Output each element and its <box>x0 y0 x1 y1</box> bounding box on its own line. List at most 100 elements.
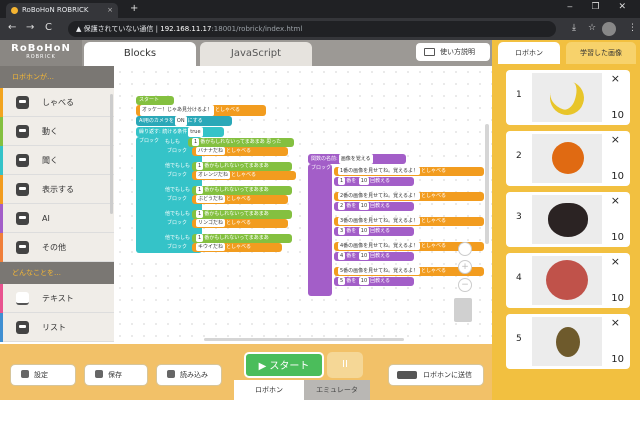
howto-button[interactable]: 使い方説明 <box>416 43 490 61</box>
zoom-reset-icon[interactable] <box>458 242 472 256</box>
sidebar-item-move[interactable]: 動く <box>0 117 114 146</box>
learn-number[interactable]: 2 <box>338 202 346 210</box>
say-fruit-2[interactable]: オレンジだねとしゃべる <box>192 171 296 180</box>
say-text[interactable]: 3番の画像を見せてね。覚えるよ！ <box>338 217 421 225</box>
pause-button[interactable]: II <box>327 352 363 378</box>
tab-robohon[interactable]: ロボホン <box>498 42 560 64</box>
say-text[interactable]: 5番の画像を見せてね。覚えるよ！ <box>338 267 421 275</box>
tab-blocks[interactable]: Blocks <box>84 42 196 66</box>
zoom-in-button[interactable]: + <box>458 260 472 274</box>
sidebar-item-display[interactable]: 表示する <box>0 175 114 204</box>
profile-avatar[interactable] <box>602 22 616 36</box>
browser-menu-icon[interactable]: ⋮ <box>628 23 637 33</box>
start-block[interactable]: スタート <box>136 96 174 105</box>
address-bar[interactable]: ▲ 保護されていない通信 | 192.168.11.17:18001/robri… <box>68 21 556 37</box>
new-tab-button[interactable]: + <box>130 3 139 14</box>
prob-number[interactable]: 1 <box>196 186 204 194</box>
start-button[interactable]: ▶ スタート <box>244 352 324 378</box>
sidebar-item-speak[interactable]: しゃべる <box>0 88 114 117</box>
say-block[interactable]: オッケー！じゃあ見分けるよ！としゃべる <box>136 105 266 116</box>
learn-number[interactable]: 3 <box>338 227 346 235</box>
remove-image-icon[interactable]: × <box>610 72 620 85</box>
back-button[interactable]: ← <box>8 22 17 33</box>
mode-robohon-tab[interactable]: ロボホン <box>234 380 304 400</box>
say-text[interactable]: ぶどうだね <box>196 195 226 203</box>
remove-image-icon[interactable]: × <box>610 255 620 268</box>
say-text[interactable]: 2番の画像を見せてね。覚えるよ！ <box>338 192 421 200</box>
prob-number[interactable]: 1 <box>196 162 204 170</box>
say-text[interactable]: オッケー！じゃあ見分けるよ！ <box>140 105 215 116</box>
reload-button[interactable]: C <box>45 22 52 33</box>
browser-tab[interactable]: RoBoHoN ROBRICK × <box>6 3 118 18</box>
settings-button[interactable]: 設定 <box>10 364 76 386</box>
load-button[interactable]: 読み込み <box>156 364 222 386</box>
learn-number[interactable]: 5 <box>338 277 346 285</box>
say-text[interactable]: 1番の画像を見せてね。覚えるよ！ <box>338 167 421 175</box>
learn-count[interactable]: 10 <box>358 202 370 210</box>
remove-image-icon[interactable]: × <box>610 133 620 146</box>
loop-value[interactable]: true <box>188 127 203 137</box>
say-fruit-5[interactable]: キウイだねとしゃべる <box>192 243 282 252</box>
bookmark-star-icon[interactable]: ☆ <box>588 23 597 33</box>
teach-say-4[interactable]: 4番の画像を見せてね。覚えるよ！としゃべる <box>334 242 484 251</box>
learn-count[interactable]: 10 <box>358 277 370 285</box>
learn-count[interactable]: 10 <box>358 252 370 260</box>
remove-image-icon[interactable]: × <box>610 316 620 329</box>
mode-emulator-tab[interactable]: エミュレータ <box>304 380 370 400</box>
say-text[interactable]: キウイだね <box>196 243 226 251</box>
sidebar-item-ai[interactable]: AI <box>0 204 114 233</box>
function-name[interactable]: 画像を覚える <box>338 154 373 164</box>
tab-learned-images[interactable]: 学習した画像 <box>566 42 636 64</box>
say-text[interactable]: オレンジだね <box>196 171 231 179</box>
say-text[interactable]: 4番の画像を見せてね。覚えるよ！ <box>338 242 421 250</box>
window-controls[interactable]: ‒ ❐ ✕ <box>566 2 634 12</box>
tab-javascript[interactable]: JavaScript <box>200 42 312 66</box>
say-fruit-4[interactable]: リンゴだねとしゃべる <box>192 219 288 228</box>
forward-button[interactable]: → <box>26 22 35 33</box>
say-text[interactable]: バナナだね <box>196 147 226 155</box>
camera-on[interactable]: ON <box>174 116 187 126</box>
close-tab-icon[interactable]: × <box>107 6 113 14</box>
learn-count[interactable]: 10 <box>358 177 370 185</box>
teach-say-2[interactable]: 2番の画像を見せてね。覚えるよ！としゃべる <box>334 192 484 201</box>
sidebar-item-listen[interactable]: 聞く <box>0 146 114 175</box>
sidebar-item-other[interactable]: その他 <box>0 233 114 262</box>
learn-number[interactable]: 4 <box>338 252 346 260</box>
function-define-block[interactable]: 関数の名前:画像を覚える <box>308 154 406 164</box>
zoom-out-button[interactable]: − <box>458 278 472 292</box>
teach-say-5[interactable]: 5番の画像を見せてね。覚えるよ！としゃべる <box>334 267 484 276</box>
trash-icon[interactable] <box>454 298 472 322</box>
say-fruit-3[interactable]: ぶどうだねとしゃべる <box>192 195 288 204</box>
prob-number[interactable]: 1 <box>196 234 204 242</box>
say-text[interactable]: リンゴだね <box>196 219 226 227</box>
teach-say-3[interactable]: 3番の画像を見せてね。覚えるよ！としゃべる <box>334 217 484 226</box>
teach-say-1[interactable]: 1番の画像を見せてね。覚えるよ！としゃべる <box>334 167 484 176</box>
sidebar-item-text[interactable]: テキスト <box>0 284 114 313</box>
remove-image-icon[interactable]: × <box>610 194 620 207</box>
sidebar-item-list[interactable]: リスト <box>0 313 114 342</box>
save-button[interactable]: 保存 <box>84 364 148 386</box>
sidebar-scrollbar[interactable] <box>110 94 113 214</box>
download-icon[interactable]: ⤓ <box>572 23 576 33</box>
learn-count[interactable]: 10 <box>358 227 370 235</box>
prob-number[interactable]: 1 <box>192 138 200 146</box>
prob-number[interactable]: 1 <box>196 210 204 218</box>
send-to-robohon-button[interactable]: ロボホンに送信 <box>388 364 484 386</box>
learn-number[interactable]: 1 <box>338 177 346 185</box>
workspace-horizontal-scrollbar[interactable] <box>204 338 404 341</box>
say-fruit-1[interactable]: バナナだねとしゃべる <box>192 147 288 156</box>
workspace-vertical-scrollbar[interactable] <box>485 124 489 244</box>
